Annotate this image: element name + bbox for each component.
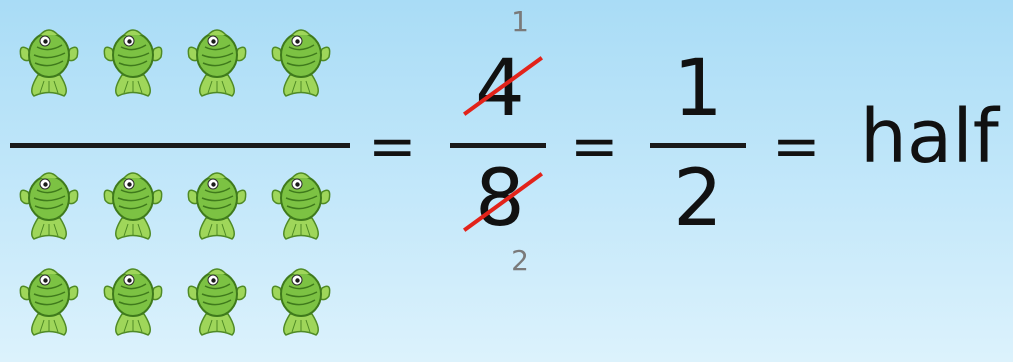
- result-word: half: [860, 94, 999, 180]
- fish-icon: [18, 25, 80, 97]
- fish-icon: [186, 264, 248, 336]
- equals-sign-3: =: [772, 112, 821, 180]
- fish-icon: [270, 168, 332, 240]
- fish-icon: [102, 168, 164, 240]
- fish-icon: [18, 168, 80, 240]
- fish-icon: [270, 264, 332, 336]
- fish-icon: [102, 264, 164, 336]
- fraction-a-denominator: 8: [475, 154, 525, 244]
- fraction-b-numerator: 1: [673, 44, 723, 134]
- fish-icon: [186, 25, 248, 97]
- reduced-numerator: 1: [511, 5, 529, 38]
- fraction-b-denominator: 2: [673, 154, 723, 244]
- fish-icon: [270, 25, 332, 97]
- fraction-bar-a: [450, 143, 546, 148]
- equals-sign-2: =: [570, 112, 619, 180]
- fraction-bar-fish: [10, 143, 350, 148]
- reduced-denominator: 2: [511, 244, 529, 277]
- equals-sign-1: =: [368, 112, 417, 180]
- fraction-bar-b: [650, 143, 746, 148]
- fish-icon: [18, 264, 80, 336]
- fish-icon: [102, 25, 164, 97]
- fish-icon: [186, 168, 248, 240]
